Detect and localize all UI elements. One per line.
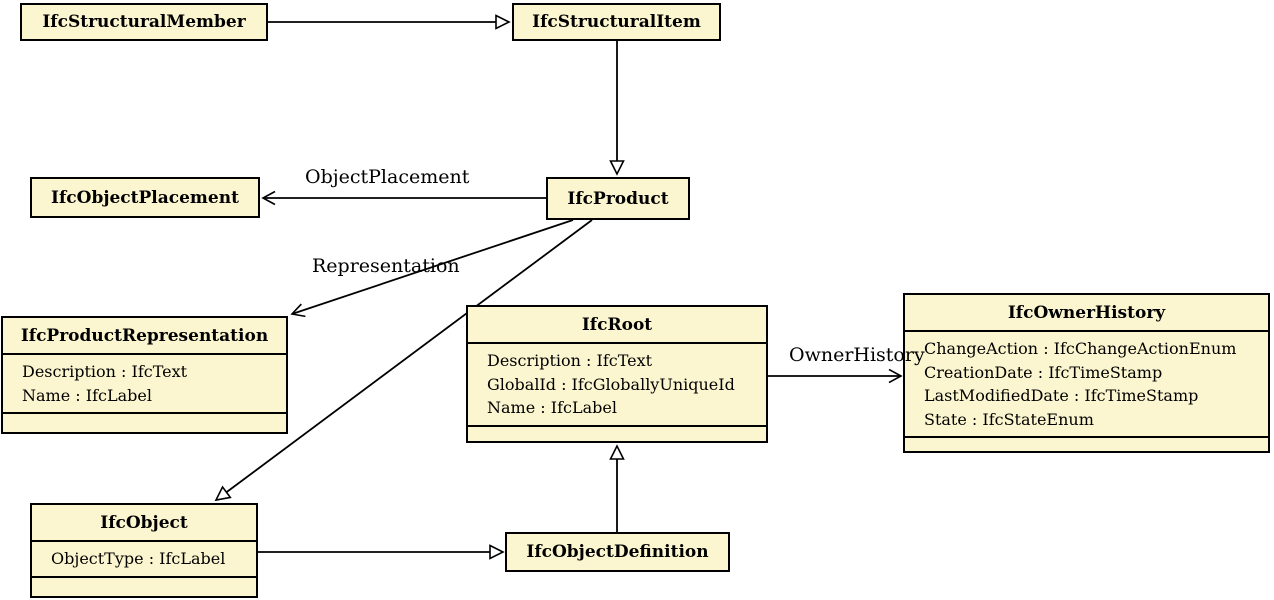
attribute: ChangeAction : IfcChangeActionEnum [924,339,1237,358]
generalization-product-to-object [214,219,593,502]
class-box-ifcobjectplacement: IfcObjectPlacement [30,177,260,218]
association-product-to-productrepresentation [290,219,574,318]
attribute: State : IfcStateEnum [924,409,1094,429]
class-operations-empty [905,436,1268,456]
attribute: ObjectType : IfcLabel [51,549,226,568]
class-attributes: Description : IfcText GlobalId : IfcGlob… [468,342,766,425]
attribute: CreationDate : IfcTimeStamp [924,362,1163,382]
class-operations-empty [32,576,256,596]
class-attributes: ObjectType : IfcLabel [32,540,256,576]
class-operations-empty [3,412,286,432]
class-title: IfcRoot [581,314,653,335]
class-box-ifcproductrepresentation: IfcProductRepresentation Description : I… [1,316,288,434]
edge-label-representation: Representation [312,255,460,277]
class-title: IfcObject [100,512,188,533]
class-title: IfcProductRepresentation [20,325,269,346]
attribute: Name : IfcLabel [487,398,617,417]
attribute: Description : IfcText [487,351,653,370]
edge-label-ownerhistory: OwnerHistory [789,344,925,366]
class-title: IfcStructuralItem [532,12,701,32]
class-title: IfcStructuralMember [42,12,246,32]
edge-label-objectplacement: ObjectPlacement [305,166,470,188]
class-title: IfcObjectDefinition [526,542,709,562]
class-attributes: Description : IfcText Name : IfcLabel [3,353,286,412]
class-attributes: ChangeAction : IfcChangeActionEnum Creat… [905,330,1268,436]
class-box-ifcstructuralitem: IfcStructuralItem [512,3,721,41]
class-title: IfcOwnerHistory [1007,302,1166,323]
class-box-ifcstructuralmember: IfcStructuralMember [20,3,268,41]
attribute: Description : IfcText [22,362,188,381]
class-title: IfcObjectPlacement [51,187,239,208]
class-title: IfcProduct [567,188,669,209]
attribute: Name : IfcLabel [22,385,152,405]
class-box-ifcownerhistory: IfcOwnerHistory ChangeAction : IfcChange… [903,293,1270,453]
class-box-ifcobjectdefinition: IfcObjectDefinition [505,532,730,572]
class-box-ifcroot: IfcRoot Description : IfcText GlobalId :… [466,305,768,443]
class-box-ifcproduct: IfcProduct [546,177,690,220]
attribute: LastModifiedDate : IfcTimeStamp [924,386,1199,405]
class-operations-empty [468,424,766,445]
class-box-ifcobject: IfcObject ObjectType : IfcLabel [30,503,258,598]
attribute: GlobalId : IfcGloballyUniqueId [487,374,735,394]
